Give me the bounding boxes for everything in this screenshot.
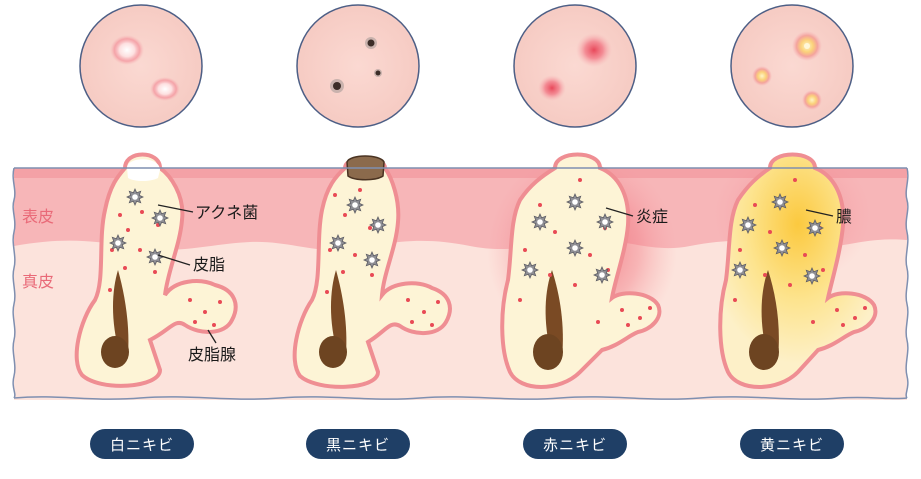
acne-bacteria — [109, 234, 127, 252]
top-view-red-acne — [513, 4, 637, 128]
inflammation-label: 炎症 — [636, 207, 668, 226]
leader-inflammation — [605, 207, 634, 217]
leader-pus — [805, 209, 834, 217]
sebum-label: 皮脂 — [193, 255, 225, 274]
acne-bacteria — [806, 219, 824, 237]
acne-bacteria — [151, 209, 169, 227]
acne-bacteria-label: アクネ菌 — [195, 203, 258, 222]
acne-bacteria — [521, 261, 539, 279]
stage-label-yellow-acne: 黄ニキビ — [740, 429, 844, 459]
top-view-row — [79, 4, 854, 128]
follicle-yellow-acne — [718, 152, 878, 389]
acne-bacteria — [593, 266, 611, 284]
stage-label-black-acne: 黒ニキビ — [306, 429, 410, 459]
stage-label-red-acne: 赤ニキビ — [523, 429, 627, 459]
acne-bacteria — [771, 193, 789, 211]
acne-bacteria — [126, 188, 144, 206]
acne-bacteria — [566, 239, 584, 257]
leader-sebaceous-gland — [207, 329, 217, 344]
leader-sebum — [157, 254, 191, 266]
acne-bacteria — [346, 196, 364, 214]
follicle-white-acne — [74, 152, 238, 388]
acne-bacteria — [596, 213, 614, 231]
skin-cross-section — [12, 152, 909, 400]
pus-label: 膿 — [836, 207, 852, 226]
sebum-dots — [108, 178, 867, 327]
top-view-black-acne — [296, 4, 420, 128]
acne-bacteria — [566, 193, 584, 211]
acne-bacteria — [739, 216, 757, 234]
acne-bacteria — [363, 251, 381, 269]
leader-lines — [157, 204, 834, 344]
top-view-yellow-acne — [730, 4, 854, 128]
acne-bacteria — [803, 267, 821, 285]
acne-bacteria — [329, 234, 347, 252]
dermis-label: 真皮 — [22, 272, 54, 291]
epidermis-label: 表皮 — [22, 207, 54, 226]
acne-bacteria-group — [109, 188, 824, 285]
acne-bacteria — [773, 239, 791, 257]
sebaceous-gland-label: 皮脂腺 — [188, 345, 236, 364]
top-view-white-acne — [79, 4, 203, 128]
acne-bacteria — [146, 248, 164, 266]
leader-acne-bacteria — [157, 204, 194, 213]
acne-bacteria — [731, 261, 749, 279]
acne-bacteria — [531, 213, 549, 231]
stage-label-white-acne: 白ニキビ — [90, 429, 194, 459]
acne-bacteria — [369, 216, 387, 234]
